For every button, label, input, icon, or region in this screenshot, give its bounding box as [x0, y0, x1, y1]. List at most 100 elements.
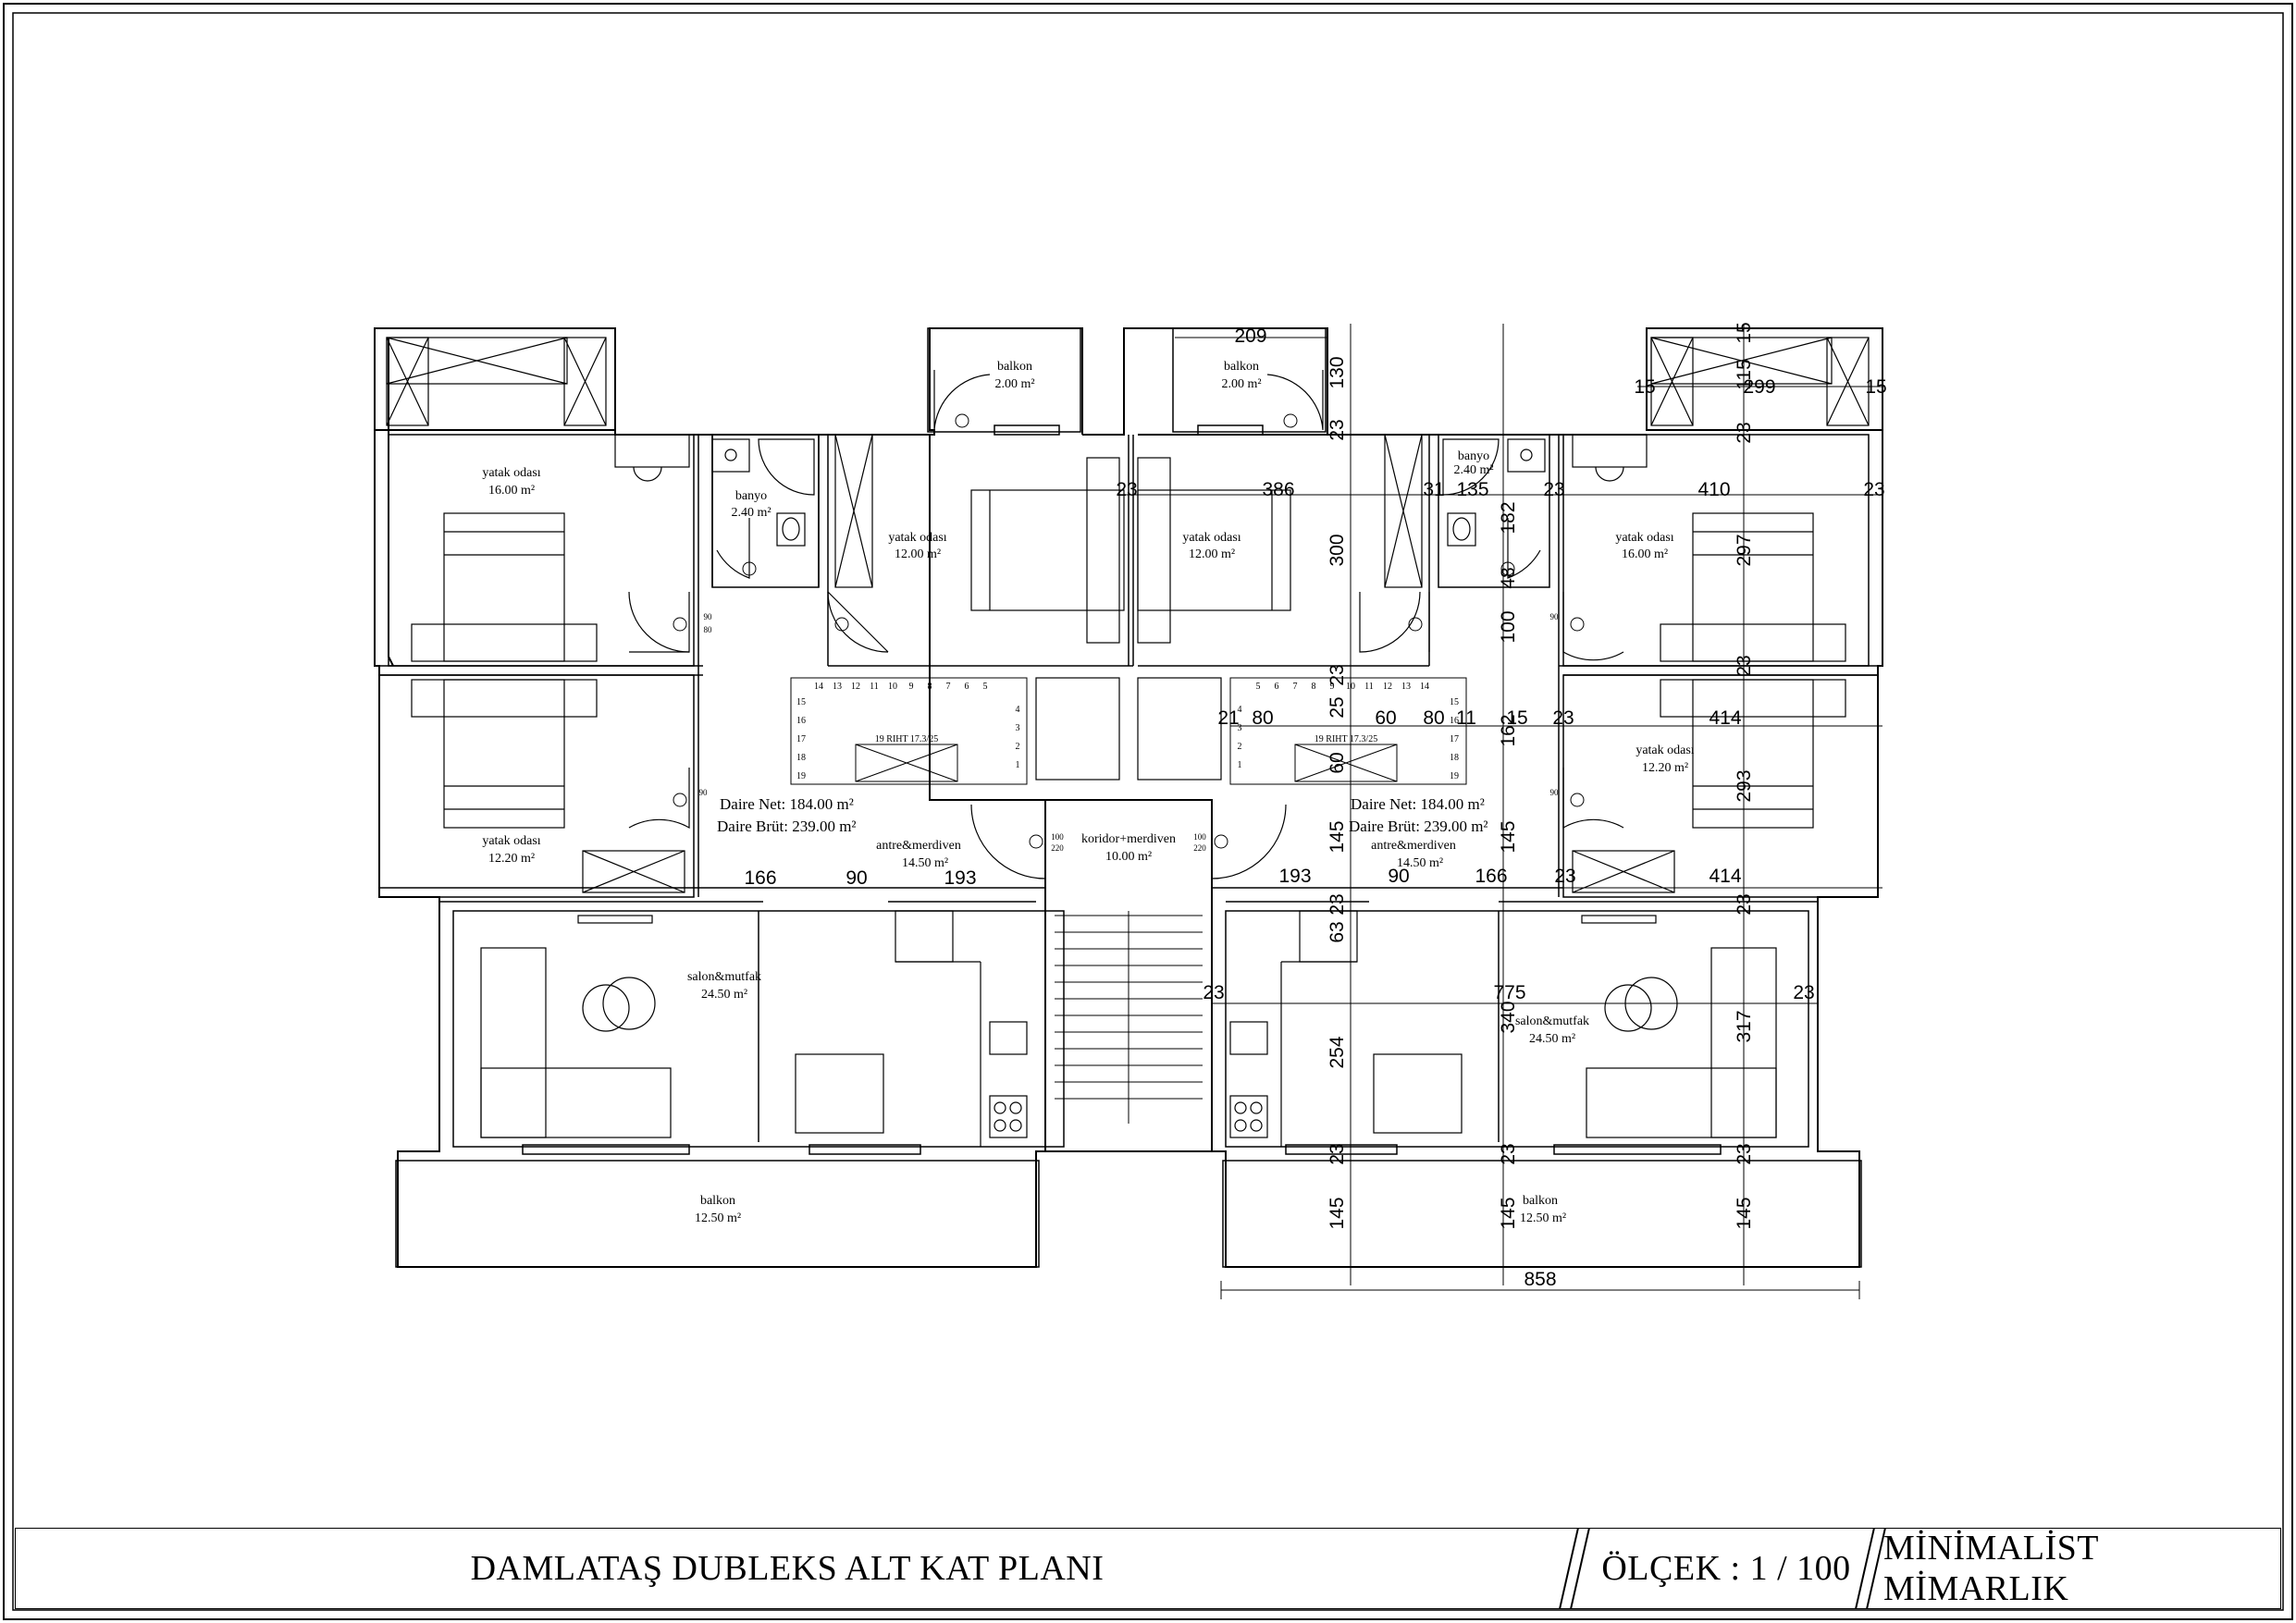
- dim-vert-48: 48: [1498, 567, 1519, 588]
- dim-vert-182: 182: [1498, 501, 1519, 534]
- dim-vert-60: 60: [1327, 752, 1348, 773]
- stair-left-top-num-7: 7: [946, 682, 951, 692]
- corridor-name: koridor+merdiven: [1081, 832, 1176, 846]
- dim-mid-3: 135: [1456, 479, 1488, 500]
- dim-stair-1: 80: [1252, 707, 1273, 729]
- right-top-balcony-name: balkon: [1224, 360, 1259, 374]
- stair-right-top-num-3: 8: [1312, 682, 1316, 692]
- right-master-bedroom-area: 16.00 m²: [1622, 547, 1668, 561]
- dim-vert-23i: 23: [1734, 1143, 1755, 1164]
- stair-right-side-num-4: 19: [1450, 771, 1459, 781]
- dim-stair-7: 414: [1709, 707, 1741, 729]
- left-top-balcony-area: 2.00 m²: [994, 377, 1034, 391]
- door-tags: [673, 413, 1585, 849]
- door-tag-left-low: 90: [699, 788, 709, 797]
- living-furniture: [480, 910, 1777, 1147]
- left-bottom-balcony-area: 12.50 m²: [695, 1211, 741, 1225]
- left-master-bedroom-name: yatak odası: [482, 466, 540, 480]
- stair-left-top-num-4: 10: [888, 682, 897, 692]
- stair-left-side-num-3: 18: [796, 753, 806, 763]
- right-net-area: Daire Net: 184.00 m²: [1351, 795, 1485, 813]
- right-living-name: salon&mutfak: [1515, 1014, 1589, 1028]
- dim-stair-3: 80: [1423, 707, 1444, 729]
- stair-left-side-num-4: 19: [796, 771, 806, 781]
- dim-vert-340: 340: [1498, 1001, 1519, 1033]
- dim-right-bottom-2: 166: [1475, 866, 1507, 887]
- dim-left-bottom-1: 90: [846, 867, 867, 889]
- left-living-area: 24.50 m²: [701, 988, 747, 1002]
- right-top-balcony-area: 2.00 m²: [1221, 377, 1261, 391]
- bathroom-fixtures: [614, 434, 1648, 547]
- stair-left-top-num-6: 8: [928, 682, 932, 692]
- dim-vert-23b: 23: [1734, 422, 1755, 443]
- stair-right-top-num-7: 12: [1383, 682, 1392, 692]
- wardrobes: [386, 337, 1870, 893]
- stair-left-top-num-3: 11: [870, 682, 879, 692]
- stair-right-left-num-3: 1: [1238, 760, 1242, 770]
- project-title: DAMLATAŞ DUBLEKS ALT KAT PLANI: [470, 1549, 1105, 1588]
- dim-right-bottom-3: 23: [1554, 866, 1575, 887]
- corridor-area: 10.00 m²: [1105, 850, 1152, 864]
- dim-mid-6: 23: [1863, 479, 1884, 500]
- dim-vert-317: 317: [1734, 1010, 1755, 1042]
- dim-vert-145a: 145: [1327, 820, 1348, 853]
- door-tag-corr-left-a: 100: [1051, 832, 1064, 842]
- stair-left-right-num-1: 3: [1016, 723, 1020, 733]
- stair-right: [1229, 677, 1467, 785]
- dim-mid-2: 31: [1423, 479, 1444, 500]
- dim-vert-23d: 23: [1734, 655, 1755, 676]
- stair-left-right-num-3: 1: [1016, 760, 1020, 770]
- doors: [628, 370, 1624, 879]
- dim-vert-23f: 23: [1734, 893, 1755, 915]
- dim-upper-right-1: 299: [1743, 376, 1775, 398]
- left-entry-area: 14.50 m²: [902, 856, 948, 870]
- door-tag-corr-left-b: 220: [1051, 843, 1064, 853]
- dim-top-0: 209: [1234, 326, 1266, 347]
- sheet-outer-border: [3, 3, 2293, 1620]
- dim-vert-300: 300: [1327, 534, 1348, 566]
- dim-vert-145d: 145: [1498, 1197, 1519, 1229]
- left-stair-note: 19 RIHT 17.3/25: [875, 734, 938, 744]
- dim-vert-145e: 145: [1734, 1197, 1755, 1229]
- stair-left-right-num-0: 4: [1016, 705, 1020, 715]
- dim-total-width: 858: [1524, 1269, 1556, 1290]
- door-tag-corr-right-b: 220: [1193, 843, 1206, 853]
- right-mid-bedroom-name: yatak odası: [1182, 531, 1241, 545]
- stair-left-top-num-2: 12: [851, 682, 860, 692]
- central-shaft-blocks: [1035, 677, 1222, 781]
- dimension-lines: [1124, 324, 1882, 1299]
- scale-label: ÖLÇEK : 1 / 100: [1601, 1549, 1851, 1588]
- right-entry-area: 14.50 m²: [1397, 856, 1443, 870]
- stair-right-top-num-6: 11: [1364, 682, 1374, 692]
- dim-upper-right-2: 15: [1865, 376, 1886, 398]
- door-tag-corr-right-a: 100: [1193, 832, 1206, 842]
- door-tag-left-bath-2: 80: [704, 625, 713, 634]
- bottom-balconies: [395, 1144, 1862, 1268]
- stair-left-side-num-1: 16: [796, 716, 806, 726]
- dim-mid-0: 23: [1116, 479, 1137, 500]
- stair-right-side-num-0: 15: [1450, 697, 1459, 707]
- door-tag-right-low: 90: [1550, 788, 1560, 797]
- door-tag-left-bath: 90: [704, 612, 713, 621]
- left-bath-area: 2.40 m²: [731, 506, 771, 520]
- dim-stair-0: 21: [1217, 707, 1239, 729]
- firm-name: MİNİMALİST MİMARLIK: [1883, 1529, 2099, 1608]
- right-gross-area: Daire Brüt: 239.00 m²: [1349, 818, 1488, 835]
- dim-vert-15: 15: [1734, 322, 1755, 343]
- dim-mid-5: 410: [1697, 479, 1730, 500]
- dim-left-bottom-2: 193: [944, 867, 976, 889]
- title-block: DAMLATAŞ DUBLEKS ALT KAT PLANI ÖLÇEK : 1…: [15, 1528, 2281, 1609]
- dim-right-bottom-4: 414: [1709, 866, 1741, 887]
- left-low-bedroom-name: yatak odası: [482, 834, 540, 848]
- right-master-bedroom-name: yatak odası: [1615, 531, 1673, 545]
- dim-living-2: 23: [1203, 982, 1224, 1003]
- stair-right-top-num-4: 9: [1330, 682, 1335, 692]
- stair-left-side-num-2: 17: [796, 734, 806, 744]
- right-low-bedroom-name: yatak odası: [1636, 744, 1694, 757]
- left-mid-bedroom-area: 12.00 m²: [895, 547, 941, 561]
- stair-left: [790, 677, 1028, 785]
- title-block-frame: [15, 1528, 2281, 1609]
- right-low-bedroom-area: 12.20 m²: [1642, 761, 1688, 775]
- dim-vert-115: 115: [1734, 359, 1755, 389]
